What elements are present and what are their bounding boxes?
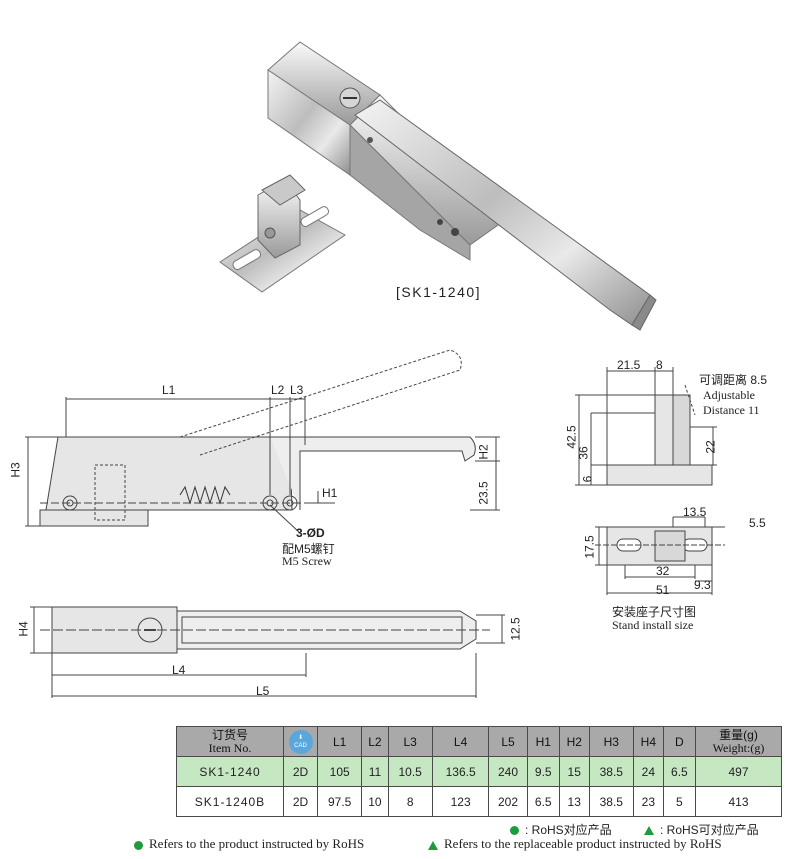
header-col: H3 <box>588 726 634 757</box>
product-photo <box>219 41 657 331</box>
top-view-drawing <box>30 606 505 698</box>
header-col: L1 <box>316 726 363 757</box>
row-cell: 38.5 <box>588 786 634 817</box>
row-cell: 6.5 <box>662 756 697 787</box>
adjust-cn: 可调距离 8.5 <box>699 373 768 387</box>
row-weight: 413 <box>695 786 782 817</box>
spec-table-header: 订货号 Item No. ⬇CAD L1 L2 L3 L4 L5 H1 H2 H… <box>176 726 782 757</box>
header-col: D <box>662 726 697 757</box>
dim-l3: L3 <box>290 383 304 397</box>
header-col: L4 <box>431 726 490 757</box>
dim-6: 6 <box>580 475 595 483</box>
legend-rohs-cn: : RoHS对应产品 <box>510 821 612 838</box>
hole-count-label: 3-ØD <box>296 526 325 540</box>
row-cell: 8 <box>387 786 433 817</box>
row-cell: 105 <box>316 756 363 787</box>
row-cell: 6.5 <box>526 786 560 817</box>
row-cell: 5 <box>662 786 697 817</box>
dim-21-5: 21.5 <box>617 358 641 372</box>
green-triangle-icon <box>428 840 438 850</box>
spec-table: 订货号 Item No. ⬇CAD L1 L2 L3 L4 L5 H1 H2 H… <box>176 726 782 817</box>
dim-5-5: 5.5 <box>749 516 766 530</box>
header-cad: ⬇CAD <box>283 726 318 757</box>
dim-8: 8 <box>656 358 663 372</box>
legend-rohs-replace-cn: : RoHS可对应产品 <box>644 821 759 838</box>
table-row: SK1-1240 2D 105 11 10.5 136.5 240 9.5 15… <box>176 756 782 787</box>
dim-42-5: 42.5 <box>564 425 579 449</box>
row-cell: 15 <box>558 756 590 787</box>
dim-32: 32 <box>656 564 670 578</box>
stand-caption-cn: 安装座子尺寸图 <box>612 605 697 619</box>
green-dot-icon <box>134 840 143 850</box>
dim-h1: H1 <box>322 486 338 500</box>
dim-l4: L4 <box>172 663 186 677</box>
row-cell: 38.5 <box>588 756 634 787</box>
dim-13-5: 13.5 <box>683 505 707 519</box>
dim-51: 51 <box>656 583 670 597</box>
green-dot-icon <box>510 826 519 836</box>
screw-note-en: M5 Screw <box>282 554 332 568</box>
row-cell: 13 <box>558 786 590 817</box>
stand-drawing <box>575 367 725 595</box>
row-cad-link[interactable]: 2D <box>283 786 318 817</box>
legend-rohs-en: Refers to the product instructed by RoHS <box>134 836 364 852</box>
model-label: [SK1-1240] <box>396 284 482 300</box>
row-cell: 10.5 <box>387 756 433 787</box>
dim-h3: H3 <box>8 462 23 478</box>
row-model: SK1-1240B <box>176 786 284 817</box>
header-col: H1 <box>526 726 560 757</box>
header-weight: 重量(g) Weight:(g) <box>695 726 782 757</box>
row-cell: 23 <box>632 786 664 817</box>
row-cell: 24 <box>632 756 664 787</box>
stand-bracket-illustration <box>219 174 346 293</box>
dim-l5: L5 <box>256 684 270 698</box>
header-col: L2 <box>361 726 389 757</box>
header-col: L5 <box>488 726 528 757</box>
dim-h4: H4 <box>16 621 31 637</box>
dim-12-5: 12.5 <box>508 617 523 641</box>
row-weight: 497 <box>695 756 782 787</box>
dim-h2: H2 <box>476 444 491 460</box>
adjust-en-1: Adjustable <box>703 388 755 402</box>
latch-body-illustration <box>267 41 657 331</box>
row-cell: 202 <box>488 786 528 817</box>
row-cell: 10 <box>361 786 389 817</box>
row-cell: 9.5 <box>526 756 560 787</box>
dim-23-5: 23.5 <box>476 481 491 505</box>
cad-icon: ⬇CAD <box>288 729 313 754</box>
dim-36: 36 <box>576 446 591 460</box>
screw-note-cn: 配M5螺钉 <box>282 542 335 556</box>
row-model: SK1-1240 <box>176 756 284 787</box>
row-cad-link[interactable]: 2D <box>283 756 318 787</box>
header-col: H4 <box>632 726 664 757</box>
side-view-drawing <box>25 349 500 534</box>
table-row: SK1-1240B 2D 97.5 10 8 123 202 6.5 13 38… <box>176 786 782 817</box>
stand-caption-en: Stand install size <box>612 618 694 632</box>
row-cell: 123 <box>431 786 490 817</box>
dim-9-3: 9.3 <box>694 578 711 592</box>
header-col: L3 <box>387 726 433 757</box>
row-cell: 136.5 <box>431 756 490 787</box>
row-cell: 240 <box>488 756 528 787</box>
green-triangle-icon <box>644 826 654 836</box>
header-item-no: 订货号 Item No. <box>176 726 284 757</box>
dim-17-5: 17.5 <box>582 535 597 559</box>
legend-rohs-replace-en: Refers to the replaceable product instru… <box>428 836 722 852</box>
row-cell: 11 <box>361 756 389 787</box>
dim-l1: L1 <box>162 383 176 397</box>
adjust-en-2: Distance 11 <box>703 403 760 417</box>
dim-l2: L2 <box>271 383 285 397</box>
dim-22: 22 <box>703 440 718 454</box>
row-cell: 97.5 <box>316 786 363 817</box>
header-col: H2 <box>558 726 590 757</box>
